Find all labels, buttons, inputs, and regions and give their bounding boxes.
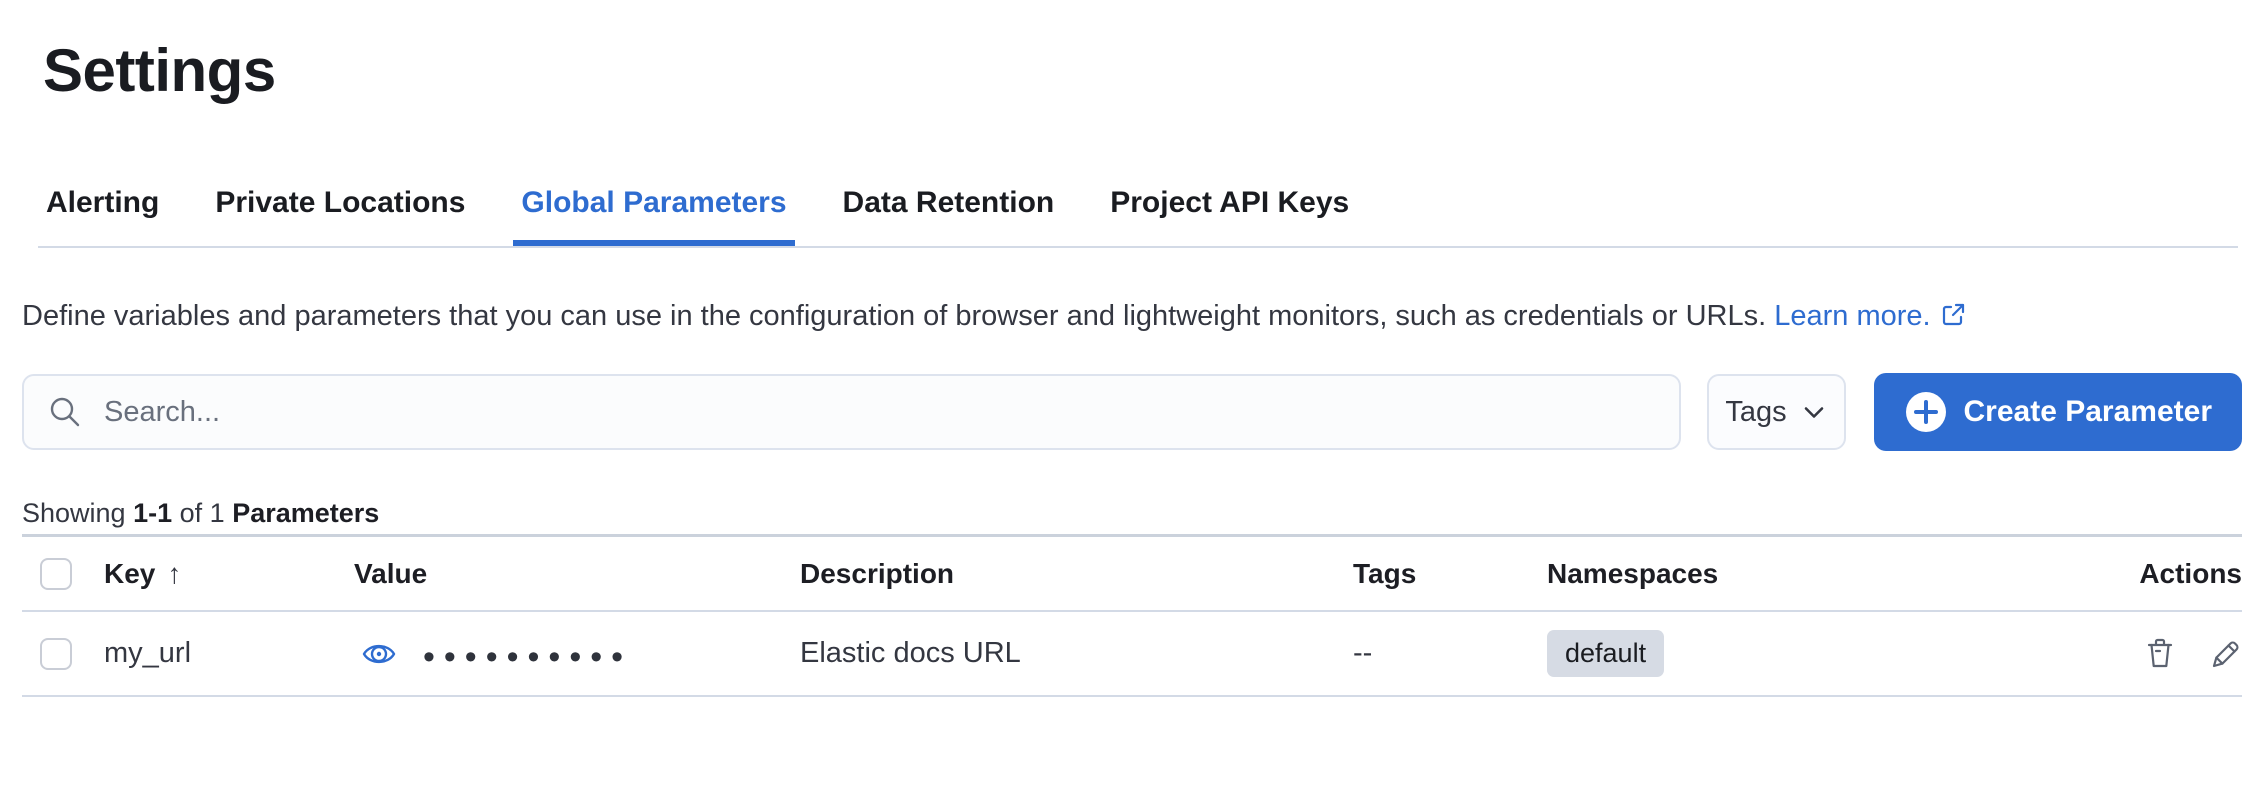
tab-project-api-keys[interactable]: Project API Keys — [1110, 186, 1350, 219]
tags-filter-button[interactable]: Tags — [1706, 374, 1846, 450]
column-header-namespaces: Namespaces — [1547, 557, 1719, 589]
column-header-tags: Tags — [1353, 557, 1417, 589]
table-header-row: Key ↑ Value Description Tags Namespaces … — [22, 537, 2242, 612]
tags-filter-label: Tags — [1725, 395, 1787, 428]
key-header-label: Key — [104, 557, 156, 589]
value-cell: •••••••••• — [354, 634, 800, 674]
plus-in-circle-icon — [1904, 390, 1948, 434]
summary-middle: of 1 — [179, 498, 225, 528]
search-input[interactable] — [104, 395, 1655, 429]
learn-more-link[interactable]: Learn more. — [1774, 300, 1966, 332]
summary-range: 1-1 — [133, 498, 173, 528]
page-description: Define variables and parameters that you… — [22, 292, 2217, 342]
column-header-value: Value — [354, 557, 428, 589]
select-all-cell — [22, 557, 104, 590]
actions-cell — [2122, 638, 2242, 670]
column-header-actions: Actions — [2139, 557, 2242, 589]
delete-icon[interactable] — [2144, 638, 2176, 670]
settings-page: Settings Alerting Private Locations Glob… — [0, 38, 2262, 697]
eye-icon[interactable] — [361, 636, 397, 672]
table-row: my_url •••••••••• Elastic docs URL -- de… — [22, 612, 2242, 697]
parameters-table: Key ↑ Value Description Tags Namespaces … — [22, 534, 2242, 697]
create-parameter-label: Create Parameter — [1963, 395, 2212, 428]
tab-data-retention[interactable]: Data Retention — [842, 186, 1055, 219]
search-box[interactable] — [22, 374, 1681, 450]
select-all-checkbox[interactable] — [40, 557, 72, 590]
row-checkbox[interactable] — [40, 637, 72, 670]
search-icon — [48, 395, 82, 429]
description-text: Define variables and parameters that you… — [22, 300, 1767, 332]
tab-global-parameters[interactable]: Global Parameters — [513, 186, 794, 246]
tags-cell: -- — [1353, 637, 1373, 669]
page-title: Settings — [43, 37, 276, 104]
column-header-key[interactable]: Key ↑ — [104, 558, 354, 590]
namespaces-cell: default — [1547, 630, 2122, 677]
row-select-cell — [22, 637, 104, 670]
masked-value: •••••••••• — [423, 637, 633, 676]
edit-icon[interactable] — [2210, 638, 2242, 670]
external-link-icon — [1941, 294, 1967, 342]
tab-private-locations[interactable]: Private Locations — [215, 186, 466, 219]
tab-alerting[interactable]: Alerting — [46, 186, 160, 219]
column-header-description: Description — [800, 557, 955, 589]
summary-prefix: Showing — [22, 498, 126, 528]
description-cell: Elastic docs URL — [800, 637, 1021, 669]
learn-more-label: Learn more. — [1774, 300, 1931, 332]
sort-ascending-arrow: ↑ — [167, 557, 182, 589]
chevron-down-icon — [1801, 399, 1827, 425]
namespace-badge: default — [1547, 630, 1665, 677]
settings-tabs: Alerting Private Locations Global Parame… — [38, 186, 2238, 248]
key-cell: my_url — [104, 637, 192, 669]
summary-noun: Parameters — [232, 498, 380, 528]
create-parameter-button[interactable]: Create Parameter — [1873, 373, 2242, 451]
parameters-toolbar: Tags Create Parameter — [22, 373, 2242, 451]
results-summary: Showing 1-1 of 1 Parameters — [22, 498, 2242, 528]
